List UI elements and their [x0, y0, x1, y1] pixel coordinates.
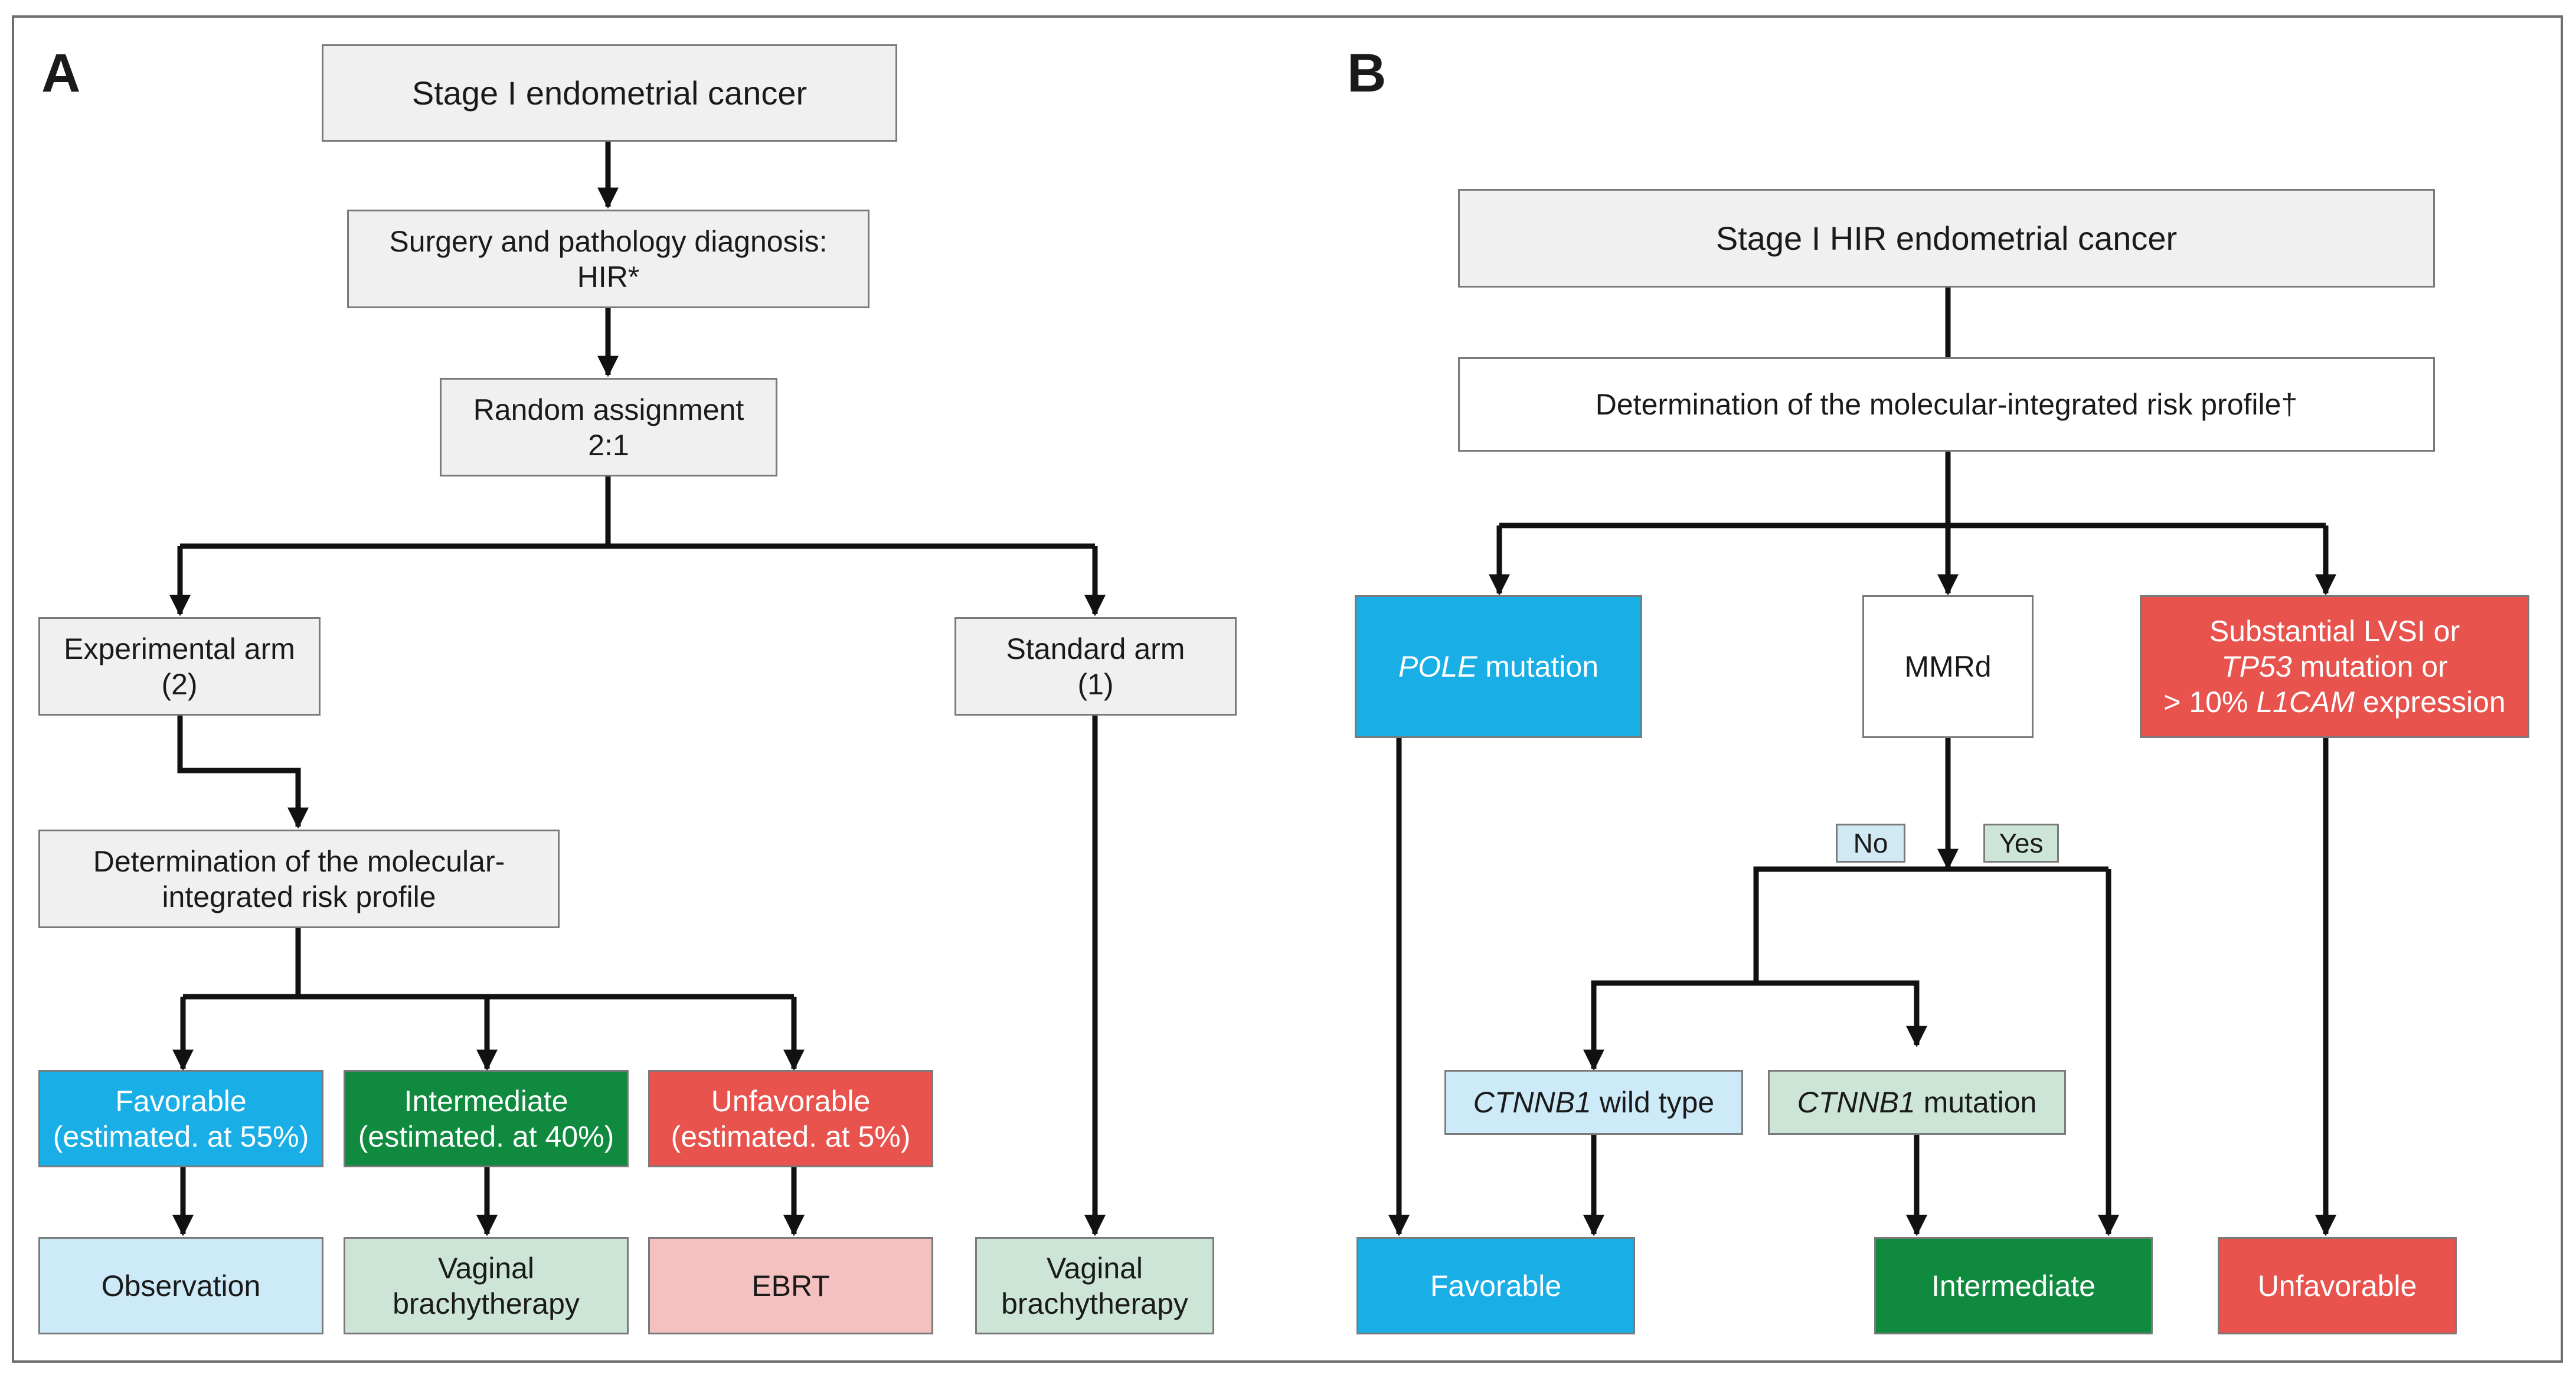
node-label: Observation [101, 1269, 261, 1303]
connector-ctnnb1-split [1591, 980, 1927, 1047]
node-label-line2: brachytherapy [393, 1287, 580, 1320]
node-stage-i-cancer: Stage I endometrial cancer [322, 44, 897, 142]
node-ctnnb1-mutation: CTNNB1 mutation [1768, 1070, 2066, 1135]
label-rest: mutation [1477, 650, 1599, 683]
node-standard-arm: Standard arm (1) [954, 617, 1237, 716]
node-intermediate-b: Intermediate [1874, 1237, 2153, 1334]
connector-determination-split [183, 928, 794, 1000]
gene-name: CTNNB1 [1473, 1086, 1591, 1119]
node-label-line2: brachytherapy [1001, 1287, 1188, 1320]
branch-label-yes: Yes [1983, 824, 2059, 863]
gene-name: L1CAM [2256, 686, 2355, 719]
node-vaginal-brachytherapy-standard: Vaginal brachytherapy [975, 1237, 1214, 1334]
node-random-assignment: Random assignment 2:1 [440, 378, 777, 476]
node-label-line2: HIR* [577, 260, 640, 293]
label-rest: mutation or [2291, 650, 2448, 683]
node-label: CTNNB1 mutation [1797, 1085, 2037, 1120]
node-label-line2: (2) [161, 667, 198, 701]
label-rest: expression [2355, 686, 2506, 719]
figure-frame [12, 15, 2563, 1363]
panel-b-label: B [1347, 43, 1387, 103]
node-determination-risk-profile-a: Determination of the molecular- integrat… [38, 830, 560, 928]
node-label-line1: Surgery and pathology diagnosis: [389, 224, 828, 258]
label-rest: mutation [1915, 1086, 2037, 1119]
node-unfavorable-estimated: Unfavorable (estimated. at 5%) [648, 1070, 933, 1167]
arrow-experimental-to-determination [177, 716, 309, 829]
node-surgery-diagnosis: Surgery and pathology diagnosis: HIR* [347, 210, 869, 308]
node-label-line1: Favorable [115, 1084, 247, 1118]
node-label-line1: Substantial LVSI or [2209, 615, 2460, 648]
gene-name: TP53 [2221, 650, 2292, 683]
node-label-line1: Random assignment [473, 393, 744, 426]
node-pole-mutation: POLE mutation [1355, 595, 1642, 738]
node-favorable-b: Favorable [1356, 1237, 1635, 1334]
node-label-line1: Determination of the molecular- [93, 844, 505, 878]
node-label: Determination of the molecular-integrate… [1595, 388, 2298, 421]
node-label-line2: (1) [1077, 667, 1114, 701]
node-label: POLE mutation [1398, 649, 1598, 684]
node-label-line1: Standard arm [1006, 632, 1185, 665]
node-stage-i-hir-cancer: Stage I HIR endometrial cancer [1458, 189, 2435, 288]
node-label-line2: 2:1 [588, 428, 629, 462]
node-experimental-arm: Experimental arm (2) [38, 617, 321, 716]
label-rest: wild type [1591, 1086, 1715, 1119]
node-label-line1: Intermediate [404, 1084, 568, 1118]
node-intermediate-estimated: Intermediate (estimated. at 40%) [344, 1070, 629, 1167]
node-unfavorable-b: Unfavorable [2218, 1237, 2457, 1334]
node-vaginal-brachytherapy-experimental: Vaginal brachytherapy [344, 1237, 629, 1334]
gene-name: POLE [1398, 650, 1477, 683]
node-label: Unfavorable [2257, 1269, 2417, 1303]
node-label-line2: TP53 mutation or [2221, 649, 2448, 684]
node-label: Stage I HIR endometrial cancer [1715, 219, 2178, 257]
node-label-line1: Experimental arm [64, 632, 295, 665]
label-prefix: > 10% [2163, 686, 2257, 719]
node-label-line1: Vaginal [1046, 1251, 1143, 1285]
node-label: MMRd [1904, 650, 1992, 683]
connector-determination-split-b [1499, 452, 2326, 528]
node-label: CTNNB1 wild type [1473, 1085, 1714, 1120]
panel-a-label: A [41, 43, 81, 103]
node-ctnnb1-wild-type: CTNNB1 wild type [1444, 1070, 1743, 1135]
node-substantial-lvsi: Substantial LVSI or TP53 mutation or > 1… [2140, 595, 2529, 738]
node-label: EBRT [751, 1269, 830, 1303]
node-label-line2: (estimated. at 5%) [671, 1119, 911, 1153]
gene-name: CTNNB1 [1797, 1086, 1915, 1119]
node-label-line1: Unfavorable [711, 1084, 871, 1118]
node-label-line1: Vaginal [437, 1251, 535, 1285]
connector-no-yes-bar [1753, 866, 2108, 983]
node-label: Favorable [1430, 1269, 1562, 1303]
node-ebrt: EBRT [648, 1237, 933, 1334]
connector-random-split [180, 476, 1095, 549]
node-label-line2: (estimated. at 55%) [53, 1119, 309, 1153]
node-label-line2: (estimated. at 40%) [358, 1119, 614, 1153]
node-label-line3: > 10% L1CAM expression [2163, 684, 2506, 720]
node-mmrd: MMRd [1862, 595, 2034, 738]
node-favorable-estimated: Favorable (estimated. at 55%) [38, 1070, 323, 1167]
node-label: Stage I endometrial cancer [411, 74, 808, 112]
node-determination-risk-profile-b: Determination of the molecular-integrate… [1458, 357, 2435, 452]
node-label: Intermediate [1931, 1269, 2096, 1303]
node-label-line2: integrated risk profile [162, 880, 436, 913]
node-observation: Observation [38, 1237, 323, 1334]
branch-label-no: No [1836, 824, 1905, 863]
